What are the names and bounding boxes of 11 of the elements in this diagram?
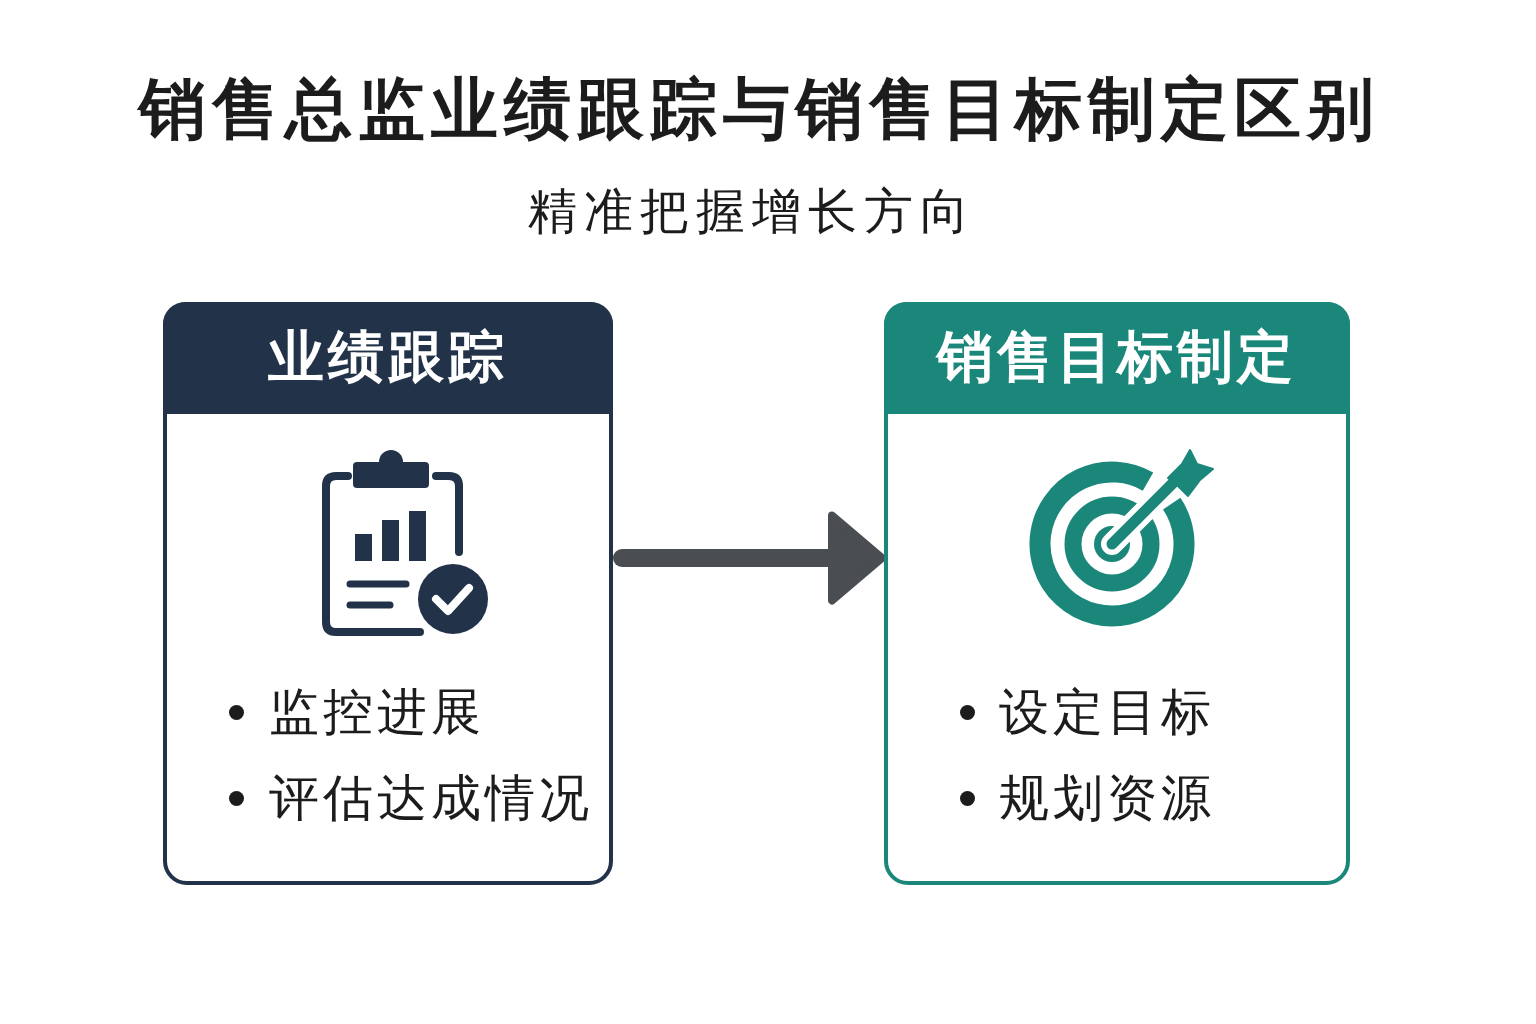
header-band: 销售目标制定 xyxy=(884,302,1350,414)
list-item: 监控进展 xyxy=(269,682,485,742)
card xyxy=(163,302,613,885)
arrow xyxy=(613,511,886,605)
subtitle: 精准把握增长方向 xyxy=(526,184,977,240)
list-item: 设定目标 xyxy=(999,682,1215,742)
list-item: 评估达成情况 xyxy=(269,768,593,828)
list-item: 规划资源 xyxy=(999,768,1215,828)
title: 销售总监业绩跟踪与销售目标制定区别 xyxy=(136,69,1381,150)
header-band: 业绩跟踪 xyxy=(163,302,613,414)
card xyxy=(884,302,1350,885)
